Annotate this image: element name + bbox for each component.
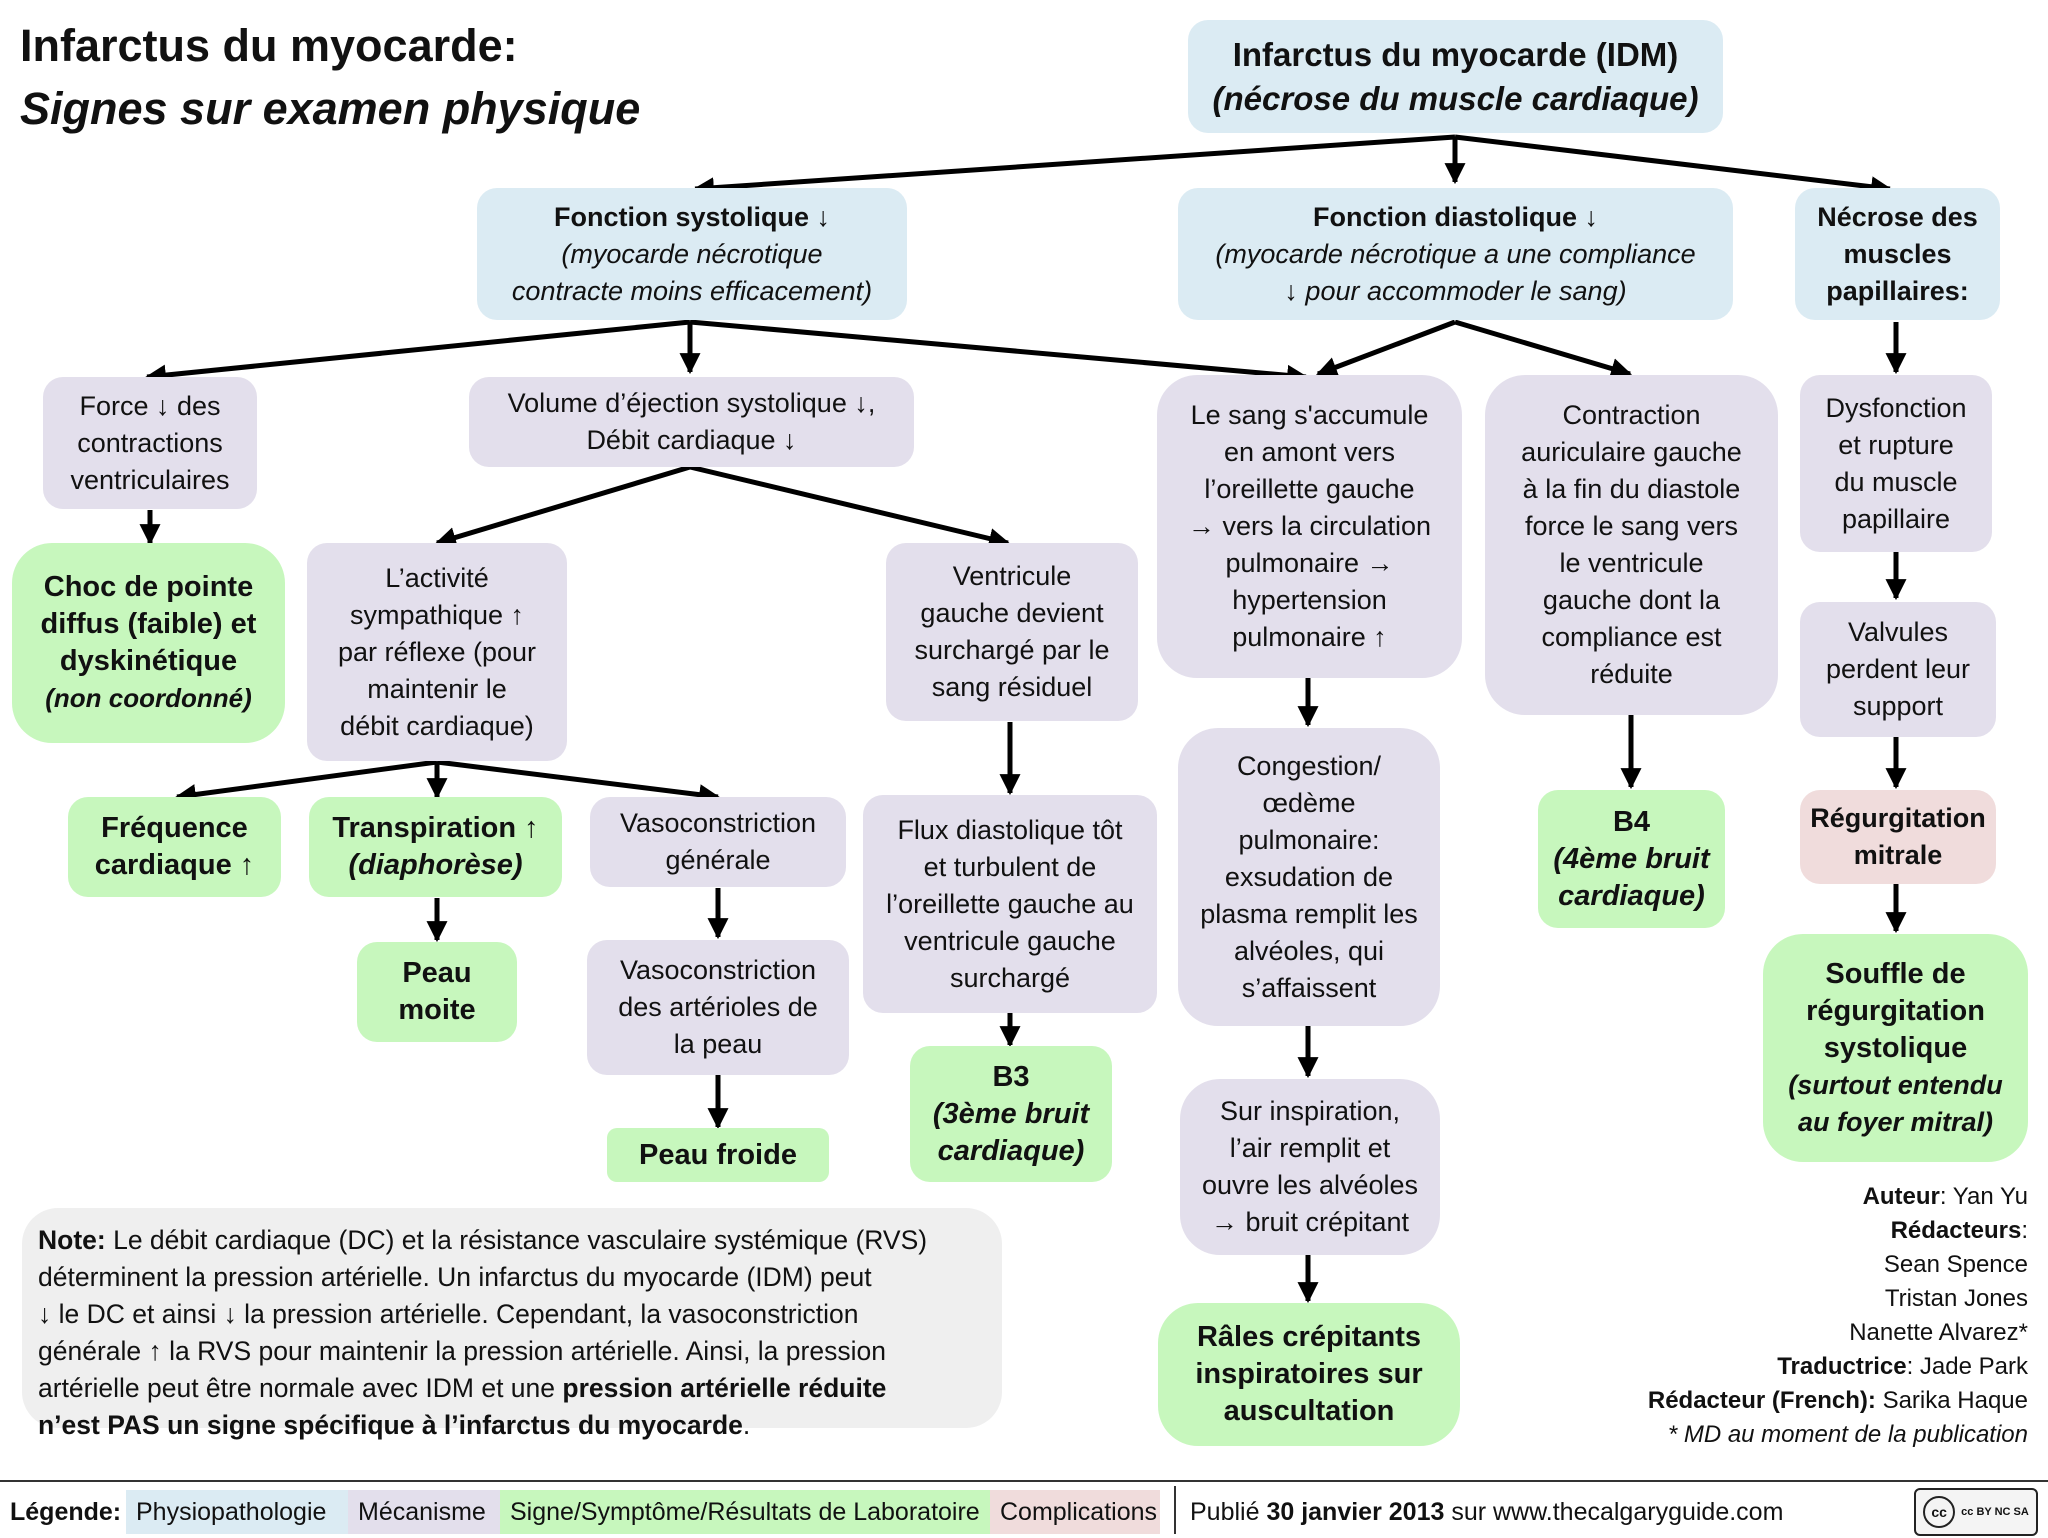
node-mitral-regurgitation: Régurgitation mitrale (1800, 790, 1996, 884)
node-pulmonary-congestion: Congestion/ œdème pulmonaire: exsudation… (1178, 728, 1440, 1026)
arrow-systolic-force (144, 319, 691, 386)
node-vasoconstriction: Vasoconstriction générale (590, 797, 846, 887)
node-stroke-volume: Volume d’éjection systolique ↓, Débit ca… (469, 377, 914, 467)
page-subtitle: Signes sur examen physique (20, 83, 641, 134)
legend-physiopathologie: Physiopathologie (126, 1490, 348, 1534)
arrow-symp-vaso (436, 759, 721, 806)
arrow-idm-systolic (692, 134, 1456, 199)
arrow-diastolic-accum (1316, 319, 1456, 378)
arrow-idm-papillary (1454, 134, 1893, 198)
node-b3: B3 (3ème bruit cardiaque) (910, 1046, 1112, 1182)
credits: Auteur: Yan Yu Rédacteurs: Sean Spence T… (1647, 1183, 2028, 1448)
node-inspiration: Sur inspiration, l’air remplit et ouvre … (1180, 1079, 1440, 1255)
legend-complications: Complications (990, 1490, 1160, 1534)
node-arteriole-vasoconstriction: Vasoconstriction des artérioles de la pe… (587, 940, 849, 1075)
node-valves-support: Valvules perdent leur support (1800, 602, 1996, 737)
node-sympathetic-activity: L’activité sympathique ↑ par réflexe (po… (307, 543, 567, 761)
published-text: Publié 30 janvier 2013 sur www.thecalgar… (1190, 1497, 1784, 1526)
arrow-systolic-accum (689, 319, 1309, 386)
arrow-symp-hr (174, 759, 438, 805)
arrow-sv-lv (689, 464, 1011, 549)
node-systolic-murmur: Souffle de régurgitation systolique (sur… (1763, 934, 2028, 1162)
node-diastolic-flow: Flux diastolique tôt et turbulent de l’o… (863, 795, 1157, 1013)
arrows-layer (139, 134, 1907, 1304)
node-heart-rate: Fréquence cardiaque ↑ (68, 797, 281, 897)
arrow-diastolic-atrial (1454, 319, 1633, 379)
license-badge[interactable]: cc cc BY NC SA (1914, 1488, 2038, 1536)
node-sweating: Transpiration ↑ (diaphorèse) (309, 797, 562, 897)
node-blood-accumulation: Le sang s'accumule en amont vers l’oreil… (1157, 375, 1462, 678)
node-atrial-contraction: Contraction auriculaire gauche à la fin … (1485, 375, 1778, 715)
cc-icon: cc (1923, 1496, 1956, 1528)
node-systolic-function: Fonction systolique ↓ (myocarde nécrotiq… (477, 188, 907, 320)
node-lv-overload: Ventricule gauche devient surchargé par … (886, 543, 1138, 721)
arrow-sv-sympathetic (434, 464, 691, 548)
node-crackles: Râles crépitants inspiratoires sur auscu… (1158, 1303, 1460, 1446)
footer: Légende: Physiopathologie Mécanisme Sign… (0, 1480, 2048, 1538)
page-title: Infarctus du myocarde: (20, 20, 518, 71)
legend-label: Légende: (10, 1497, 122, 1526)
node-cold-skin: Peau froide (607, 1128, 829, 1182)
node-papillary-necrosis: Nécrose des muscles papillaires: (1795, 188, 2000, 320)
node-b4: B4 (4ème bruit cardiaque) (1538, 790, 1725, 928)
note-box: Note: Le débit cardiaque (DC) et la rési… (22, 1208, 1002, 1440)
node-moist-skin: Peau moite (357, 942, 517, 1042)
node-apex-beat: Choc de pointe diffus (faible) et dyskin… (12, 543, 285, 743)
legend-mecanisme: Mécanisme (348, 1490, 500, 1534)
note-label: Note: (38, 1225, 106, 1255)
node-diastolic-function: Fonction diastolique ↓ (myocarde nécroti… (1178, 188, 1733, 320)
node-idm: Infarctus du myocarde (IDM) (nécrose du … (1188, 20, 1723, 133)
legend-signe: Signe/Symptôme/Résultats de Laboratoire (500, 1490, 990, 1534)
footer-divider (1174, 1486, 1176, 1534)
node-contraction-force: Force ↓ des contractions ventriculaires (43, 377, 257, 509)
node-papillary-dysfunction: Dysfonction et rupture du muscle papilla… (1800, 375, 1992, 552)
